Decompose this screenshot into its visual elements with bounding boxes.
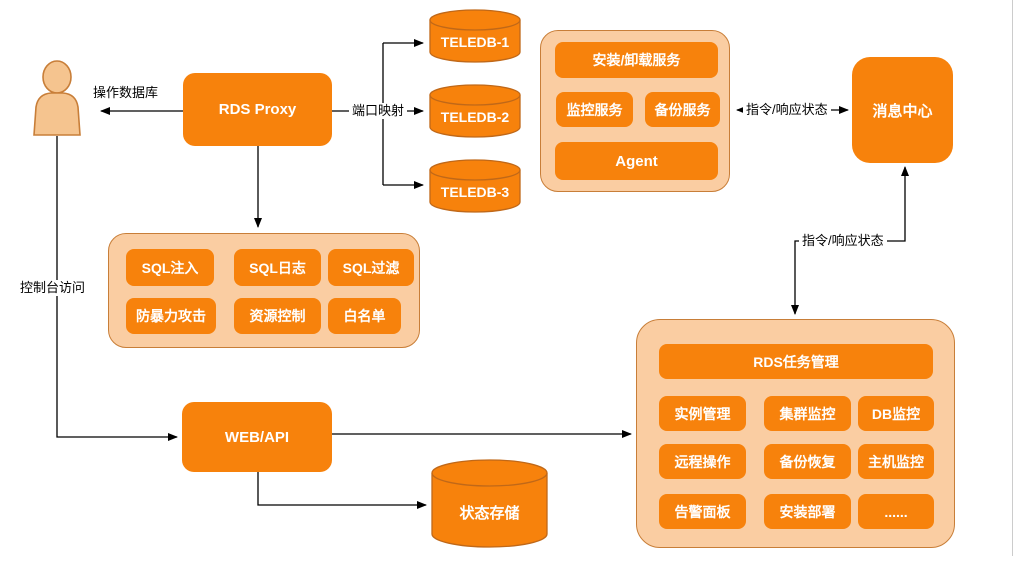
- chip-db-monitor: DB监控: [858, 396, 934, 431]
- chip-agent: Agent: [555, 142, 718, 180]
- chip-anti-brute-force: 防暴力攻击: [126, 298, 216, 334]
- chip-monitor-service: 监控服务: [556, 92, 633, 127]
- node-web-api: WEB/API: [182, 402, 332, 472]
- chip-sql-filter: SQL过滤: [328, 249, 414, 286]
- chip-ellipsis: ......: [858, 494, 934, 529]
- edge-label-port-mapping: 端口映射: [349, 103, 408, 119]
- node-teledb-3-label: TELEDB-3: [440, 184, 510, 200]
- chip-backup-service: 备份服务: [645, 92, 720, 127]
- chip-whitelist: 白名单: [328, 298, 401, 334]
- node-state-storage-label: 状态存储: [459, 504, 520, 522]
- canvas-right-border: [1012, 0, 1013, 556]
- chip-instance-management: 实例管理: [659, 396, 746, 431]
- chip-host-monitor: 主机监控: [858, 444, 934, 479]
- sql-features-group: SQL注入 SQL日志 SQL过滤 防暴力攻击 资源控制 白名单: [108, 233, 420, 348]
- rds-task-management-group: RDS任务管理 实例管理 集群监控 DB监控 远程操作 备份恢复 主机监控 告警…: [636, 319, 955, 548]
- node-rds-proxy: RDS Proxy: [183, 73, 332, 146]
- edge-label-command-response-status-top: 指令/响应状态: [743, 102, 831, 118]
- chip-sql-log: SQL日志: [234, 249, 321, 286]
- edge-label-command-response-status-right: 指令/响应状态: [799, 233, 887, 249]
- node-teledb-1-label: TELEDB-1: [440, 34, 510, 50]
- chip-rds-task-management-header: RDS任务管理: [659, 344, 933, 379]
- chip-install-uninstall-service: 安装/卸载服务: [555, 42, 718, 78]
- edge-webapi-to-storage: [257, 472, 427, 509]
- chip-backup-restore: 备份恢复: [764, 444, 851, 479]
- edge-label-operate-database: 操作数据库: [93, 85, 159, 100]
- chip-install-deploy: 安装部署: [764, 494, 851, 529]
- node-message-center: 消息中心: [852, 57, 953, 163]
- node-teledb-2-label: TELEDB-2: [440, 109, 510, 125]
- chip-resource-control: 资源控制: [234, 298, 321, 334]
- chip-cluster-monitor: 集群监控: [764, 396, 851, 431]
- chip-remote-operation: 远程操作: [659, 444, 746, 479]
- chip-alarm-panel: 告警面板: [659, 494, 746, 529]
- agent-services-group: 安装/卸载服务 监控服务 备份服务 Agent: [540, 30, 730, 192]
- edge-label-console-access: 控制台访问: [17, 280, 89, 296]
- chip-sql-injection: SQL注入: [126, 249, 214, 286]
- person-icon: [33, 60, 81, 136]
